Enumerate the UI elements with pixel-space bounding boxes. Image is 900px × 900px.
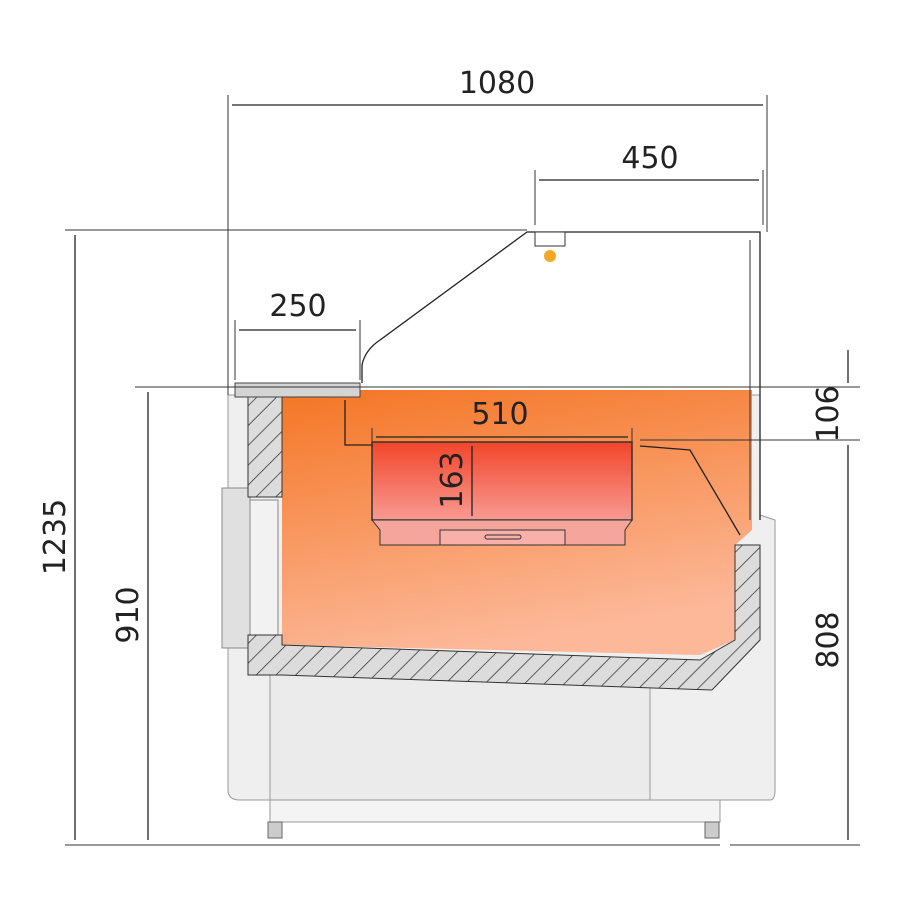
dim-front-height: 808 [811,611,846,668]
dim-counter-height: 910 [111,586,146,643]
dim-work-shelf-depth: 250 [269,289,326,324]
dimension-lines [65,95,860,846]
dim-tray-width: 510 [471,397,528,432]
dim-tray-height: 163 [435,451,470,508]
lamp-icon [544,250,556,262]
dim-display-offset: 106 [811,385,846,442]
gastronorm-tray [370,441,633,546]
dim-total-height: 1235 [38,499,73,575]
dim-total-width: 1080 [459,66,535,101]
glass-canopy [344,231,761,536]
dim-top-shelf-depth: 450 [621,141,678,176]
